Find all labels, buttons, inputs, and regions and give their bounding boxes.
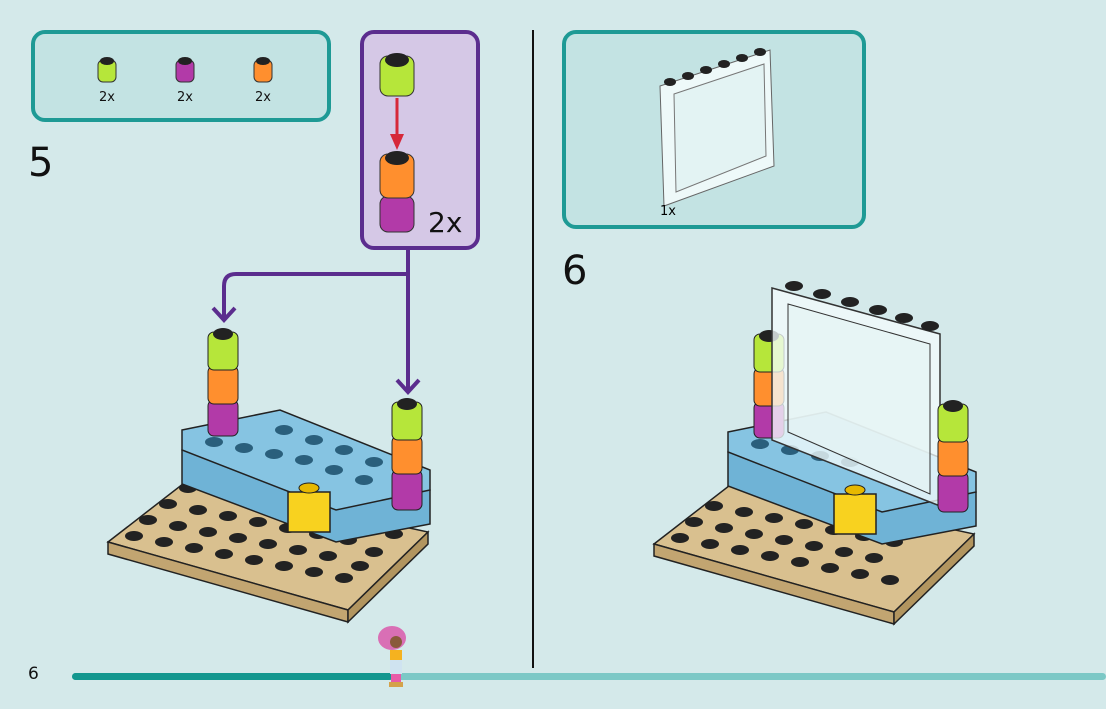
subassembly-qty: 2x	[428, 206, 463, 239]
round-brick-orange-icon	[253, 57, 273, 83]
step-6-model-illustration	[652, 281, 977, 626]
step-number-5: 5	[28, 140, 54, 186]
part-qty: 1x	[660, 204, 676, 219]
subassembly-callout: 2x	[360, 30, 480, 250]
step-6-parts-callout: 1x	[562, 30, 866, 229]
step-5-parts-callout: 2x 2x 2x	[31, 30, 331, 122]
step-5-model-illustration	[106, 328, 431, 624]
part-qty: 2x	[177, 90, 193, 105]
window-panel-icon	[659, 48, 775, 207]
part-qty: 2x	[99, 90, 115, 105]
build-progress-bar	[72, 673, 1106, 680]
step-number-6: 6	[562, 248, 588, 294]
round-brick-magenta-icon	[175, 57, 195, 83]
part-round-brick-lime: 2x	[87, 54, 127, 105]
arrow-left-placement	[222, 272, 408, 318]
round-brick-lime-icon	[97, 57, 117, 83]
subassembly-illustration	[379, 53, 415, 233]
minifigure-character-icon	[378, 626, 406, 687]
build-progress-fill	[72, 673, 393, 680]
page-number: 6	[28, 664, 39, 684]
part-window-panel: 1x	[659, 46, 780, 219]
part-qty: 2x	[255, 90, 271, 105]
part-round-brick-orange: 2x	[243, 54, 283, 105]
step-divider	[532, 30, 534, 668]
part-round-brick-magenta: 2x	[165, 54, 205, 105]
